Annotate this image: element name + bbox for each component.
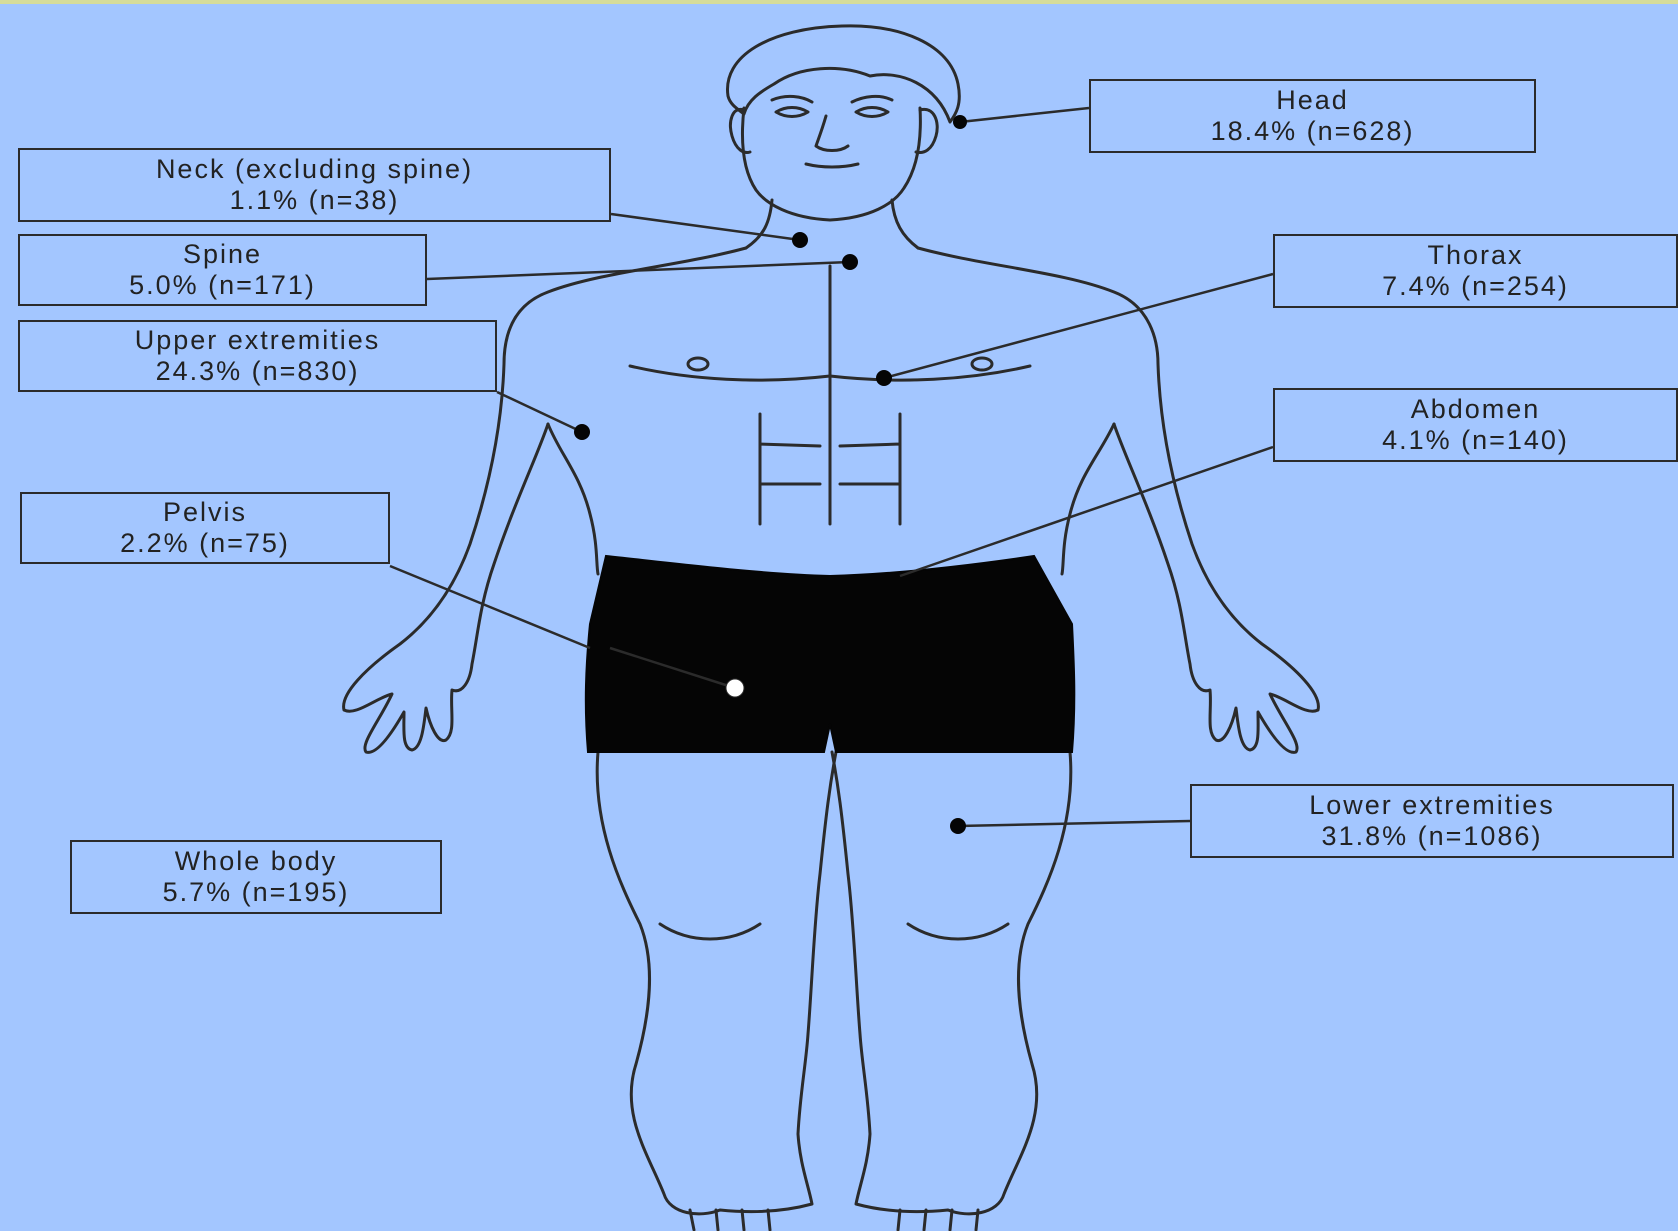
leader-abdomen: [900, 447, 1273, 576]
label-upper-name: Upper extremities: [135, 325, 381, 356]
nose: [816, 116, 848, 151]
leader-lower: [958, 821, 1190, 826]
abs-right: [840, 414, 900, 524]
marker-spine: [842, 254, 858, 270]
leader-head: [960, 108, 1089, 122]
label-thorax: Thorax 7.4% (n=254): [1273, 234, 1678, 308]
torso-left-side: [548, 424, 598, 574]
right-nipple: [972, 358, 992, 370]
label-upper-stat: 24.3% (n=830): [156, 356, 360, 387]
label-head: Head 18.4% (n=628): [1089, 79, 1536, 153]
label-spine: Spine 5.0% (n=171): [18, 234, 427, 306]
marker-thorax: [876, 370, 892, 386]
left-leg-outline: [597, 752, 836, 1214]
label-lower-extremities: Lower extremities 31.8% (n=1086): [1190, 784, 1674, 858]
left-knee: [660, 924, 760, 939]
label-lower-stat: 31.8% (n=1086): [1322, 821, 1543, 852]
label-thorax-stat: 7.4% (n=254): [1382, 271, 1569, 302]
right-knee: [908, 924, 1008, 939]
leader-spine: [427, 262, 850, 279]
abs-left: [760, 414, 820, 524]
label-head-name: Head: [1276, 85, 1349, 116]
left-nipple: [688, 358, 708, 370]
leader-neck: [611, 214, 800, 240]
label-spine-name: Spine: [183, 239, 262, 270]
left-eye: [776, 108, 808, 117]
label-head-stat: 18.4% (n=628): [1211, 116, 1415, 147]
mouth: [806, 164, 858, 167]
torso-right-side: [1062, 424, 1114, 574]
label-lower-name: Lower extremities: [1309, 790, 1555, 821]
label-pelvis-stat: 2.2% (n=75): [120, 528, 290, 559]
marker-head: [953, 115, 967, 129]
label-abdomen: Abdomen 4.1% (n=140): [1273, 388, 1678, 462]
label-neck-name: Neck (excluding spine): [156, 154, 473, 185]
marker-neck: [792, 232, 808, 248]
neck-right: [892, 200, 918, 248]
label-spine-stat: 5.0% (n=171): [129, 270, 316, 301]
label-pelvis-name: Pelvis: [163, 497, 247, 528]
label-neck: Neck (excluding spine) 1.1% (n=38): [18, 148, 611, 222]
label-upper-extremities: Upper extremities 24.3% (n=830): [18, 320, 497, 392]
label-neck-stat: 1.1% (n=38): [230, 185, 400, 216]
right-eyebrow: [852, 96, 892, 102]
marker-pelvis: [726, 679, 744, 697]
leader-upper: [497, 392, 582, 432]
marker-upper: [574, 424, 590, 440]
marker-lower: [950, 818, 966, 834]
label-abdomen-name: Abdomen: [1411, 394, 1541, 425]
neck-left: [746, 200, 772, 248]
label-whole-name: Whole body: [175, 846, 338, 877]
left-ear: [731, 109, 751, 152]
label-thorax-name: Thorax: [1427, 240, 1523, 271]
shorts: [586, 556, 1074, 752]
leader-thorax: [884, 274, 1273, 378]
hair: [727, 26, 959, 122]
left-eyebrow: [772, 96, 812, 102]
right-eye: [856, 108, 888, 117]
label-pelvis: Pelvis 2.2% (n=75): [20, 492, 390, 564]
label-whole-body: Whole body 5.7% (n=195): [70, 840, 442, 914]
label-whole-stat: 5.7% (n=195): [163, 877, 350, 908]
label-abdomen-stat: 4.1% (n=140): [1382, 425, 1569, 456]
right-leg-outline: [832, 752, 1071, 1214]
